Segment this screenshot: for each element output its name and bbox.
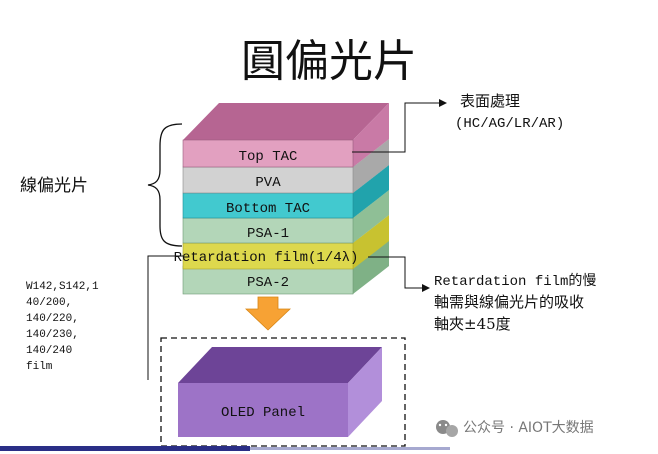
bottom-accent-bar (0, 446, 450, 451)
polarizer-brace (147, 123, 183, 247)
film-list-item: W142,S142,1 (26, 281, 99, 293)
layer-top-tac: Top TAC (182, 103, 389, 168)
layer-psa-2-label: PSA-2 (247, 275, 289, 291)
film-list-item: film (26, 361, 53, 373)
layer-bottom-tac-label: Bottom TAC (226, 201, 310, 217)
film-list-item: 140/220, (26, 313, 79, 325)
film-list-item: 140/230, (26, 329, 79, 341)
oled-panel-frame (160, 337, 406, 447)
polarizer-label: 線偏光片 (20, 176, 88, 196)
retardation-note-line1: Retardation film的慢 (434, 272, 596, 290)
surface-note-line2: (HC/AG/LR/AR) (455, 116, 564, 132)
layer-psa-1-label: PSA-1 (247, 226, 289, 242)
down-arrow-icon (245, 296, 291, 331)
surface-callout-connector (352, 99, 447, 153)
layer-pva-label: PVA (255, 175, 281, 191)
oled-panel: OLED Panel (178, 347, 382, 437)
layer-retardation-label: Retardation film(1/4λ) (174, 250, 359, 266)
film-list-item: 140/240 (26, 345, 72, 357)
surface-note-line1: 表面處理 (460, 92, 520, 110)
film-list-connector (147, 255, 183, 380)
film-list-item: 40/200, (26, 297, 72, 309)
film-list: W142,S142,1 40/200, 140/220, 140/230, 14… (26, 281, 99, 373)
oled-panel-label: OLED Panel (221, 405, 305, 421)
watermark: 公众号 · AIOT大数据 (436, 420, 594, 437)
retardation-note-line3: 軸夾±45度 (434, 315, 511, 333)
layer-stack: PSA-2 PSA-1 Bottom TAC PVA (174, 103, 389, 295)
layer-top-tac-label: Top TAC (239, 149, 298, 165)
retardation-callout-connector (368, 256, 430, 292)
retardation-note-line2: 軸需與線偏光片的吸收 (434, 293, 584, 311)
watermark-text: 公众号 · AIOT大数据 (463, 420, 594, 436)
diagram-title: 圓偏光片 (241, 36, 417, 87)
